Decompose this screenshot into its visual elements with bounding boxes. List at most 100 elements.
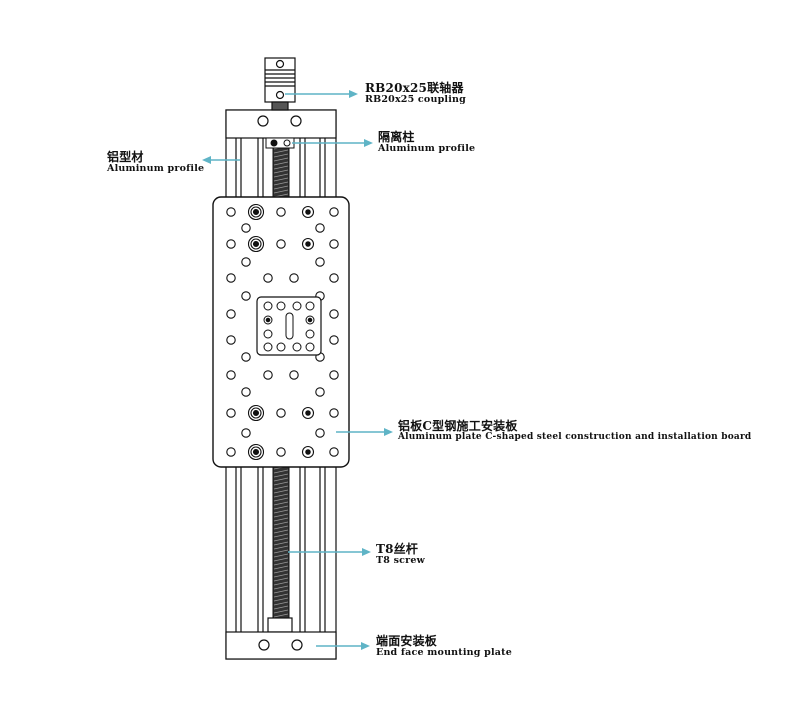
- label-screw-en: T8 screw: [376, 555, 425, 566]
- screw-thread: [273, 501, 289, 506]
- screw-thread: [273, 513, 289, 518]
- mounting-hole: [226, 273, 236, 283]
- mounting-hole: [226, 335, 236, 345]
- mounting-hole: [226, 309, 236, 319]
- nut-block-hole: [263, 342, 273, 352]
- carriage-mounting-board: [212, 196, 350, 468]
- screw-thread: [273, 173, 289, 178]
- screw-thread: [273, 185, 289, 190]
- screw-thread: [273, 593, 289, 598]
- label-coupling: RB20x25联轴器 RB20x25 coupling: [365, 82, 466, 105]
- mounting-hole: [315, 223, 325, 233]
- counterbore-hole-center: [305, 209, 311, 215]
- screw-thread: [273, 157, 289, 162]
- screw-thread: [273, 161, 289, 166]
- screw-thread: [273, 613, 289, 618]
- label-profile: 铝型材 Aluminum profile: [107, 151, 204, 174]
- nut-block-hole: [292, 342, 302, 352]
- screw-thread: [273, 153, 289, 158]
- bearing-hole-center: [252, 208, 260, 216]
- screw-thread: [273, 473, 289, 478]
- arrow-coupling: [349, 90, 358, 98]
- screw-thread: [273, 581, 289, 586]
- screw-thread: [273, 589, 289, 594]
- screw-thread: [273, 477, 289, 482]
- arrow-screw: [362, 548, 371, 556]
- mounting-hole: [241, 387, 251, 397]
- arrow-spacer: [364, 139, 373, 147]
- label-profile-en: Aluminum profile: [107, 163, 205, 174]
- screw-thread: [273, 485, 289, 490]
- mounting-hole: [226, 239, 236, 249]
- screw-thread: [273, 505, 289, 510]
- label-carriage: 铝板C型钢施工安装板 Aluminum plate C-shaped steel…: [398, 420, 751, 442]
- mounting-hole: [241, 291, 251, 301]
- counterbore-hole-center: [305, 449, 311, 455]
- screw-thread: [273, 557, 289, 562]
- screw-thread: [273, 509, 289, 514]
- counterbore-hole-center: [305, 410, 311, 416]
- label-screw: T8丝杆 T8 screw: [376, 543, 425, 566]
- bearing-hole-center: [252, 240, 260, 248]
- screw-thread: [273, 569, 289, 574]
- mounting-hole: [329, 207, 339, 217]
- arrow-end-plate: [361, 642, 370, 650]
- screw-thread: [273, 549, 289, 554]
- mounting-hole: [263, 370, 273, 380]
- screw-thread: [273, 181, 289, 186]
- screw-thread: [273, 481, 289, 486]
- arrow-profile: [202, 156, 211, 164]
- screw-thread: [273, 597, 289, 602]
- mounting-hole: [329, 370, 339, 380]
- label-coupling-en: RB20x25 coupling: [365, 94, 466, 105]
- leader-lines: [202, 90, 393, 650]
- mounting-hole: [263, 273, 273, 283]
- mounting-hole: [315, 257, 325, 267]
- label-spacer-en: Aluminum profile: [378, 143, 476, 154]
- mounting-hole: [241, 223, 251, 233]
- screw-thread: [273, 497, 289, 502]
- coupling: [264, 57, 296, 111]
- screw-thread: [273, 521, 289, 526]
- screw-thread: [273, 489, 289, 494]
- screw-thread: [273, 585, 289, 590]
- mounting-hole: [226, 408, 236, 418]
- mounting-hole: [276, 447, 286, 457]
- screw-thread: [273, 517, 289, 522]
- screw-thread: [273, 149, 289, 154]
- mounting-hole: [226, 447, 236, 457]
- nut-block-hole: [292, 301, 302, 311]
- label-end-plate-en: End face mounting plate: [376, 647, 512, 658]
- label-screw-zh: T8丝杆: [376, 542, 419, 556]
- mounting-hole: [289, 273, 299, 283]
- screw-thread: [273, 545, 289, 550]
- screw-thread: [273, 565, 289, 570]
- screw-thread: [273, 493, 289, 498]
- screw-thread: [273, 189, 289, 194]
- nut-block-hole-center: [265, 317, 271, 323]
- nut-block-hole: [263, 301, 273, 311]
- nut-block-hole: [276, 301, 286, 311]
- label-carriage-zh: 铝板C型钢施工安装板: [398, 419, 518, 433]
- mounting-hole: [241, 257, 251, 267]
- mounting-hole: [315, 387, 325, 397]
- screw-thread: [273, 577, 289, 582]
- bearing-hole-center: [252, 409, 260, 417]
- label-profile-zh: 铝型材: [107, 150, 144, 164]
- standoff-spacer: [265, 137, 295, 149]
- mounting-hole: [329, 408, 339, 418]
- screw-thread: [273, 533, 289, 538]
- mounting-hole: [289, 370, 299, 380]
- label-carriage-en: Aluminum plate C-shaped steel constructi…: [398, 432, 752, 442]
- mounting-hole: [226, 370, 236, 380]
- screw-thread: [273, 177, 289, 182]
- bearing-hole-center: [252, 448, 260, 456]
- screw-thread: [273, 165, 289, 170]
- label-end-plate-zh: 端面安装板: [376, 634, 438, 648]
- mounting-hole: [226, 207, 236, 217]
- nut-block-hole: [305, 329, 315, 339]
- screw-thread: [273, 601, 289, 606]
- screw-thread: [273, 525, 289, 530]
